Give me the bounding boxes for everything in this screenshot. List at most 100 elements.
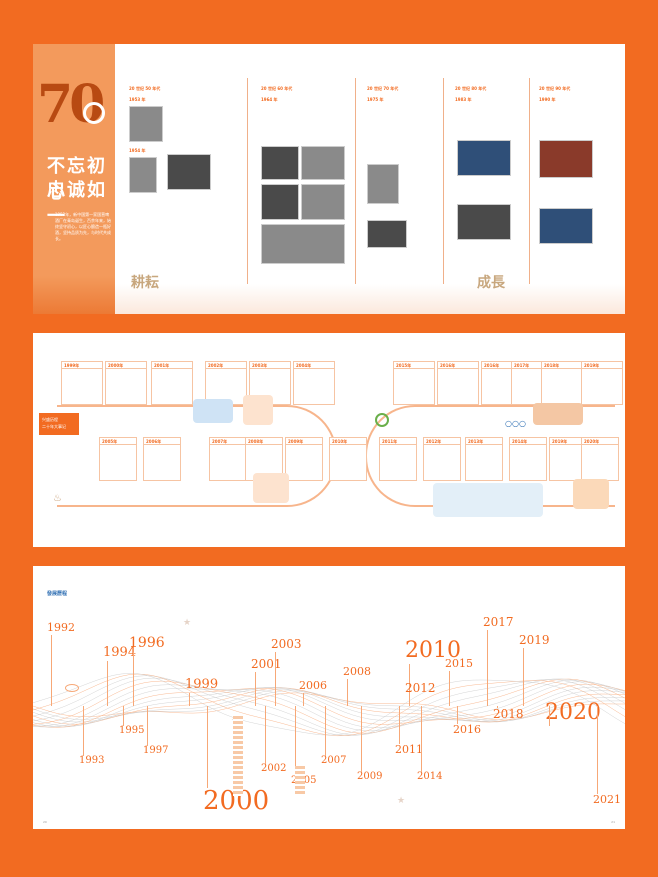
event-year: 2019年 — [582, 362, 622, 369]
wave-line — [33, 690, 625, 722]
event-text-placeholder — [438, 369, 478, 373]
year-tick — [123, 706, 124, 726]
meeting-illustration — [243, 395, 273, 425]
year-label: 2007 — [321, 755, 347, 766]
column-divider — [529, 78, 530, 300]
event-card: 2013年 — [465, 437, 503, 481]
column-year: 1990 年 — [539, 97, 556, 102]
event-year: 2018年 — [542, 362, 582, 369]
event-year: 2006年 — [144, 438, 180, 445]
year-label: 1993 — [79, 755, 105, 766]
event-year: 1999年 — [62, 362, 102, 369]
historic-photo — [457, 204, 511, 240]
historic-photo — [539, 140, 593, 178]
year-tick — [107, 661, 108, 706]
year-tick — [399, 706, 400, 744]
event-card: 1999年 — [61, 361, 103, 405]
timeline-column-2: 20 世纪 60 年代 1964 年 — [261, 80, 341, 102]
year-label: 1994 — [103, 645, 137, 660]
event-card: 2007年 — [209, 437, 247, 481]
historic-photo — [539, 208, 593, 244]
event-year: 2020年 — [582, 438, 618, 445]
year-tick — [347, 679, 348, 706]
year-tick — [361, 706, 362, 772]
spread-history-70-years: 70 不忘初心 忠诚如一 1952年，新中国第一家国营啤酒厂在青岛诞生，百余年来… — [33, 44, 625, 314]
star-icon: ★ — [397, 796, 406, 806]
year-label: 2014 — [417, 771, 443, 782]
event-year: 2011年 — [380, 438, 416, 445]
historic-photo — [261, 146, 299, 180]
wave-line — [33, 679, 625, 732]
event-year: 2016年 — [438, 362, 478, 369]
year-tick — [295, 706, 296, 776]
event-year: 2003年 — [250, 362, 290, 369]
page-number-right: 21 — [611, 820, 615, 824]
year-tick — [421, 706, 422, 772]
star-icon: ★ — [183, 618, 192, 628]
event-card: 2020年 — [581, 437, 619, 481]
group-photo — [261, 224, 345, 264]
column-date: 20 世纪 70 年代 — [367, 86, 399, 91]
event-year: 2019年 — [550, 438, 586, 445]
year-tick — [207, 706, 208, 788]
year-label: 2012 — [405, 681, 436, 695]
year-tick — [255, 672, 256, 706]
wave-lines-graphic — [33, 673, 625, 737]
event-text-placeholder — [152, 369, 192, 373]
column-date: 20 世纪 50 年代 — [129, 86, 161, 91]
calligraphy-line-2: 忠诚如一 — [47, 180, 107, 227]
city-illustration — [433, 483, 543, 517]
event-text-placeholder — [250, 369, 290, 373]
section-label: 兴盛历程 二十年大事记 — [39, 413, 79, 435]
building-illustration — [233, 716, 243, 796]
landscape-footer — [115, 284, 625, 314]
historic-photo — [301, 184, 345, 220]
year-tick — [325, 706, 326, 756]
event-year: 2010年 — [330, 438, 366, 445]
wave-line — [33, 688, 625, 723]
year-label: 2003 — [271, 637, 302, 651]
year-tick — [51, 635, 52, 706]
event-year: 2005年 — [100, 438, 136, 445]
event-year: 2013年 — [466, 438, 502, 445]
year-tick — [497, 706, 498, 708]
year-tick — [409, 664, 410, 706]
event-text-placeholder — [294, 369, 334, 373]
event-card: 2016年 — [437, 361, 479, 405]
logo-circle-icon — [83, 102, 105, 124]
event-card: 2014年 — [509, 437, 547, 481]
event-card: 2001年 — [151, 361, 193, 405]
column-date: 20 世纪 80 年代 — [455, 86, 487, 91]
year-tick — [449, 671, 450, 706]
year-tick — [549, 706, 550, 726]
event-year: 2015年 — [394, 362, 434, 369]
label-line-1: 兴盛历程 — [42, 417, 58, 422]
timeline-column-5: 20 世纪 90 年代 1990 年 — [539, 80, 619, 102]
calligraphy-line-1: 不忘初心 — [47, 156, 107, 203]
event-card: 2005年 — [99, 437, 137, 481]
green-logo-icon — [375, 413, 389, 427]
intro-text: 1952年，新中国第一家国营啤酒厂在青岛诞生，百余年来，始终坚守初心，以匠心酿造… — [55, 212, 111, 241]
event-card: 2015年 — [393, 361, 435, 405]
year-tick — [189, 693, 190, 706]
column-year: 1983 年 — [455, 97, 472, 102]
label-line-2: 二十年大事记 — [42, 424, 66, 429]
event-year: 2001年 — [152, 362, 192, 369]
year-label: 2009 — [357, 771, 383, 782]
factory-photo — [167, 154, 211, 190]
year-tick — [83, 706, 84, 756]
mountain-decoration — [33, 276, 115, 314]
event-card: 2011年 — [379, 437, 417, 481]
event-text-placeholder — [106, 369, 146, 373]
year-label: 2021 — [593, 793, 621, 806]
column-year: 1954 年 — [129, 148, 146, 153]
year-tick — [523, 648, 524, 706]
historic-photo — [367, 164, 399, 204]
historic-photo — [261, 184, 299, 220]
historic-photo — [129, 106, 163, 142]
year-tick — [275, 652, 276, 706]
year-tick — [133, 652, 134, 706]
event-card: 2004年 — [293, 361, 335, 405]
wave-line — [33, 686, 625, 728]
